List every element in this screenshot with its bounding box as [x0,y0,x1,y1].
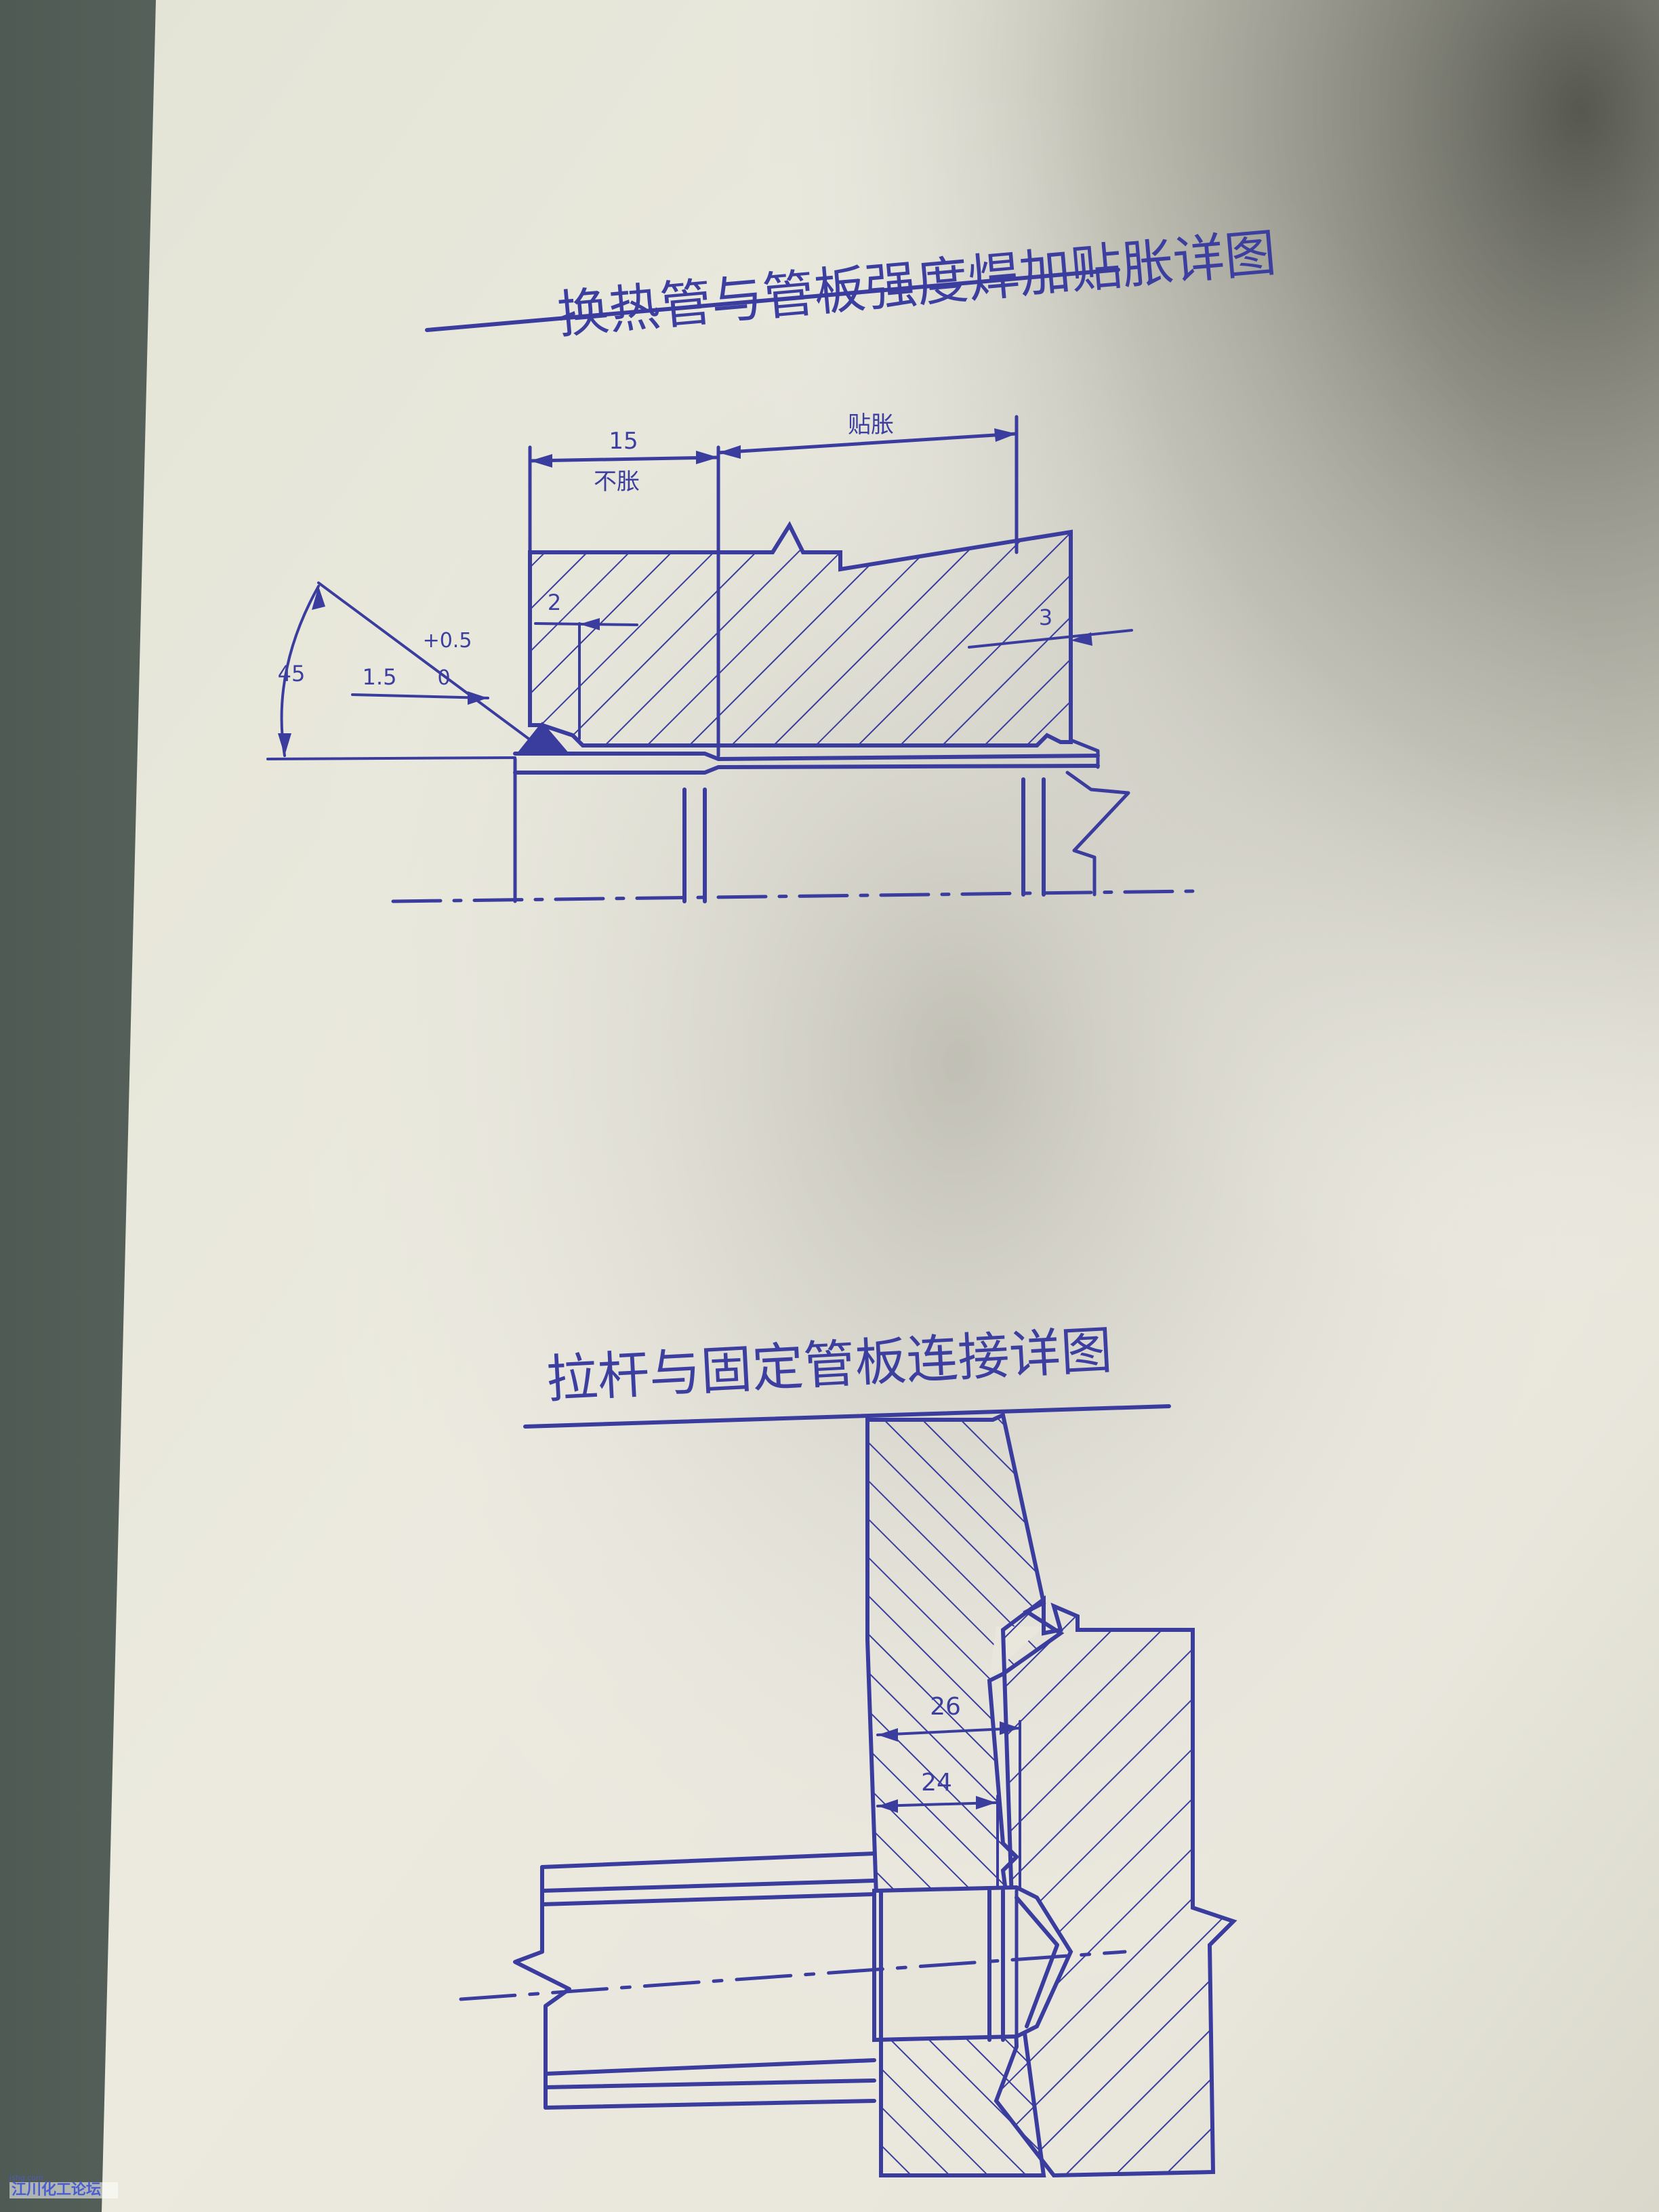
dim-24-label: 24 [921,1769,952,1797]
dim-15-label: 15 [609,428,638,455]
no-expand-label: 不胀 [594,468,640,495]
tube-sheet-section [528,520,1073,747]
right-plate-section [994,1595,1237,2178]
drawing-1-weld-expansion-detail: 换热管与管板强度焊加贴胀详图 15 不胀 贴胀 [266,222,1279,903]
expand-label: 贴胀 [848,411,894,438]
dim-2-label: 2 [548,590,561,615]
dim-3-label: 3 [1039,605,1052,630]
dim-1-5-label: 1.5 [363,664,397,690]
watermark: jshg.com 江川化工论坛 [9,2173,118,2199]
angle-45-label: 45 [278,661,306,687]
watermark-site: 江川化工论坛 [9,2182,118,2199]
watermark-url: jshg.com [9,2173,43,2182]
drawing-2-tie-rod-detail: 拉杆与固定管板连接详图 26 24 [459,1319,1237,2178]
tol-plus-label: +0.5 [423,629,472,653]
dim-26-label: 26 [930,1693,961,1721]
weld-bead [515,722,569,756]
tol-zero-label: 0 [437,666,450,690]
